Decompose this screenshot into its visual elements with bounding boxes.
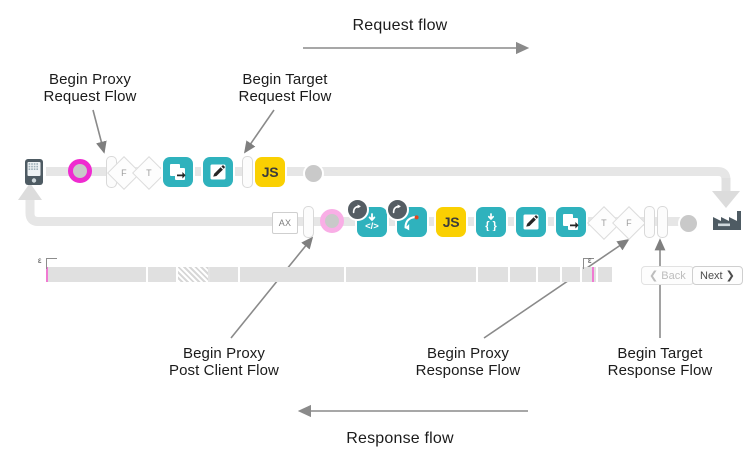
next-button[interactable]: Next ❯ (692, 266, 743, 285)
trace-segment[interactable] (538, 267, 562, 282)
trace-timeline-segments[interactable] (0, 267, 755, 282)
back-button[interactable]: ❮ Back (641, 266, 694, 285)
svg-text:</>: </> (365, 221, 379, 231)
condition-label: F (626, 218, 632, 228)
leader-begin-proxy-response-flow (483, 239, 630, 339)
fault-rule-badge-icon[interactable] (346, 198, 369, 221)
trace-segment[interactable] (478, 267, 510, 282)
flow-separator-icon[interactable] (303, 206, 314, 238)
edit-pencil-icon[interactable] (516, 207, 546, 237)
callout-begin-target-request-flow: Begin Target Request Flow (238, 71, 332, 105)
trace-segment[interactable] (178, 267, 208, 282)
condition-label: F (121, 168, 127, 178)
leader-begin-proxy-post-client-flow (230, 236, 314, 339)
trace-tick-end (583, 258, 594, 269)
trace-segment[interactable] (148, 267, 178, 282)
response-flow-title: Response flow (346, 430, 454, 447)
trace-segment[interactable] (240, 267, 346, 282)
leader-begin-proxy-request-flow (92, 109, 107, 154)
trace-segment[interactable] (46, 267, 148, 282)
request-rail-elbow (710, 167, 731, 190)
javascript-icon[interactable]: JS (255, 157, 285, 187)
leader-begin-target-request-flow (243, 109, 275, 154)
callout-begin-proxy-post-client-flow: Begin Proxy Post Client Flow (169, 345, 279, 379)
analytics-icon[interactable]: AX (272, 212, 298, 234)
flow-separator-icon[interactable] (644, 206, 655, 238)
trace-tick-start-label: ε (38, 256, 42, 265)
trace-segment[interactable] (562, 267, 582, 282)
javascript-icon[interactable]: JS (436, 207, 466, 237)
flow-separator-icon[interactable] (657, 206, 668, 238)
condition-false-icon[interactable]: F (612, 206, 646, 240)
trace-tick-start (46, 258, 57, 269)
flow-endpoint-icon[interactable] (303, 163, 324, 184)
response-rail-elbow (25, 200, 75, 226)
flow-endpoint-icon[interactable] (678, 213, 699, 234)
edit-pencil-icon[interactable] (203, 157, 233, 187)
assign-message-arrow-icon[interactable] (556, 207, 586, 237)
request-into-target-arrow (712, 191, 740, 208)
magenta-ring-icon[interactable] (68, 159, 92, 183)
trace-segment[interactable] (346, 267, 478, 282)
json-braces-icon[interactable]: { } (476, 207, 506, 237)
assign-message-arrow-icon[interactable] (163, 157, 193, 187)
trace-tick-end-label: ε (588, 256, 592, 265)
callout-begin-proxy-request-flow: Begin Proxy Request Flow (43, 71, 137, 105)
request-flow-title: Request flow (352, 17, 448, 34)
trace-marker-end[interactable] (592, 267, 594, 282)
flow-separator-icon[interactable] (242, 156, 253, 188)
javascript-label: JS (442, 214, 460, 230)
fault-rule-badge-icon[interactable] (386, 198, 409, 221)
mobile-phone-icon (24, 158, 44, 191)
javascript-label: JS (261, 164, 279, 180)
callout-begin-proxy-response-flow: Begin Proxy Response Flow (415, 345, 521, 379)
backend-factory-icon (712, 209, 742, 236)
condition-label: T (601, 218, 607, 228)
trace-segment[interactable] (582, 267, 598, 282)
analytics-label: AX (278, 218, 292, 228)
trace-segment[interactable] (210, 267, 240, 282)
svg-text:{ }: { } (485, 220, 497, 231)
trace-segment[interactable] (510, 267, 538, 282)
trace-segment[interactable] (598, 267, 614, 282)
callout-begin-target-response-flow: Begin Target Response Flow (607, 345, 713, 379)
pink-ring-icon[interactable] (320, 209, 344, 233)
condition-true-icon[interactable]: T (132, 156, 166, 190)
condition-label: T (146, 168, 152, 178)
trace-marker-start[interactable] (46, 267, 48, 282)
